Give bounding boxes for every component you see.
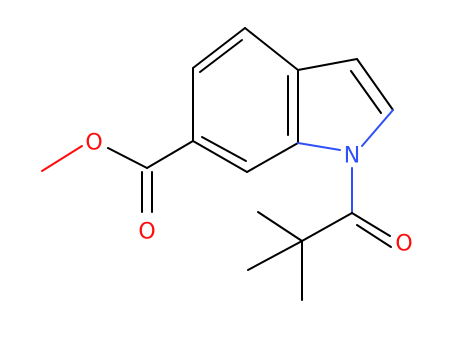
pyrrole-ring	[297, 58, 394, 151]
bond-c3-c2	[356, 58, 394, 111]
ester-carbonyl-oxygen-label: O	[138, 220, 155, 245]
bond-c2-n1	[361, 109, 394, 147]
nitrogen-atom-label: N	[344, 144, 360, 169]
bond-ether-o-methyl	[41, 145, 83, 172]
bond-c5-c6	[192, 140, 248, 173]
atom-labels: N O O O	[85, 131, 412, 257]
methyl-ester	[41, 140, 194, 213]
ether-oxygen-label: O	[85, 131, 102, 156]
bond-amide-c-o-2	[356, 224, 392, 248]
bond-n1-c7a	[297, 142, 341, 151]
bond-carbonyl-ether-o	[107, 147, 148, 169]
bond-inner-left-top	[199, 39, 243, 73]
pivaloyl-group	[247, 167, 392, 301]
bond-c6-c7a	[246, 142, 299, 173]
bond-quaternary-methyl-up	[257, 211, 303, 242]
bond-c3a-top	[244, 27, 299, 71]
amide-carbonyl-oxygen-label: O	[395, 232, 412, 257]
benzene-ring	[192, 27, 299, 173]
bond-c7a-c4-left	[192, 27, 246, 69]
bond-quaternary-methyl-left	[247, 240, 303, 271]
bond-inner-bottom	[201, 136, 247, 162]
bond-carbonyl-quaternary	[301, 212, 353, 242]
bond-c3a-c3	[297, 58, 358, 71]
bond-amide-c-o-1	[351, 212, 391, 237]
bond-ring-carbonyl	[146, 140, 194, 169]
bond-c3-c2-double	[350, 70, 382, 114]
